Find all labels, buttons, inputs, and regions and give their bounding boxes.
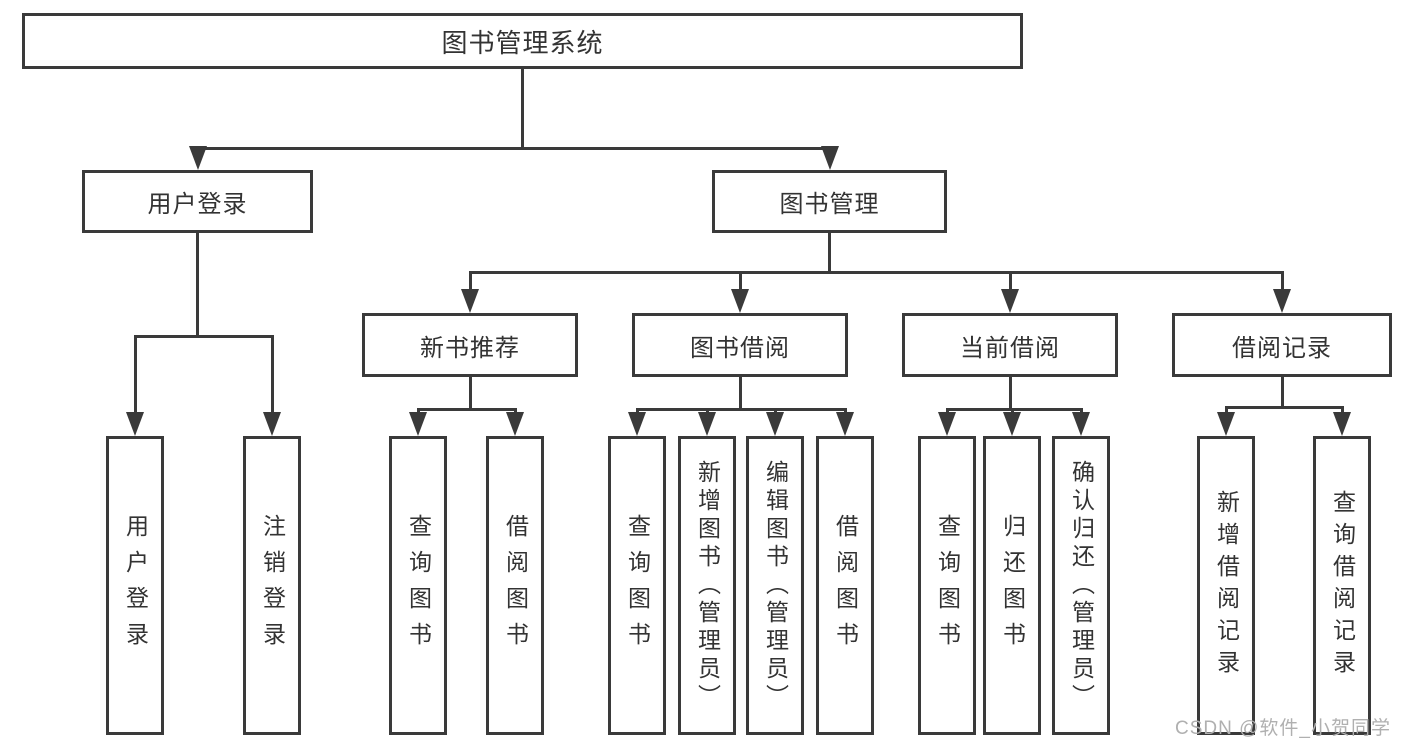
connector-line [1224,406,1344,409]
node-label: 确认归还（管理员） [1068,459,1095,712]
arrow-down-icon [1333,412,1351,436]
connector-line [468,377,472,411]
connector-line [1008,271,1012,295]
node-nbr-query-book: 查询图书 [389,436,447,735]
connector-line [738,271,742,295]
node-bb-query-book: 查询图书 [608,436,666,735]
node-label: 用户登录 [147,191,248,218]
node-user-login: 用户登录 [82,170,313,233]
connector-line [1280,271,1284,295]
node-cb-query-book: 查询图书 [918,436,976,735]
connector-line [1280,377,1284,409]
arrow-down-icon [263,412,281,436]
node-bb-edit-book: 编辑图书（管理员） [746,436,804,735]
node-cb-confirm-return: 确认归还（管理员） [1052,436,1110,735]
connector-line [468,271,472,295]
connector-line [521,69,524,150]
connector-line [196,233,199,338]
node-book-borrow: 图书借阅 [632,313,848,377]
arrow-down-icon [1072,412,1090,436]
arrow-down-icon [1001,289,1019,313]
arrow-down-icon [1003,412,1021,436]
node-br-add-record: 新增借阅记录 [1197,436,1255,735]
node-book-mgmt: 图书管理 [712,170,947,233]
connector-line [738,377,742,411]
connector-line [196,147,831,150]
node-root: 图书管理系统 [22,13,1023,69]
node-nbr-borrow-book: 借阅图书 [486,436,544,735]
connector-line [635,408,847,411]
node-label: 新增图书（管理员） [694,459,721,712]
arrow-down-icon [731,289,749,313]
arrow-down-icon [506,412,524,436]
node-bb-add-book: 新增图书（管理员） [678,436,736,735]
node-login-action: 用户登录 [106,436,164,735]
node-new-book-rec: 新书推荐 [362,313,578,377]
node-label: 图书管理 [779,191,880,218]
node-label: 查询图书 [405,513,432,658]
node-label: 借阅记录 [1232,334,1332,362]
connector-line [133,335,137,418]
arrow-down-icon [188,146,207,170]
node-br-query-record: 查询借阅记录 [1313,436,1371,735]
arrow-down-icon [126,412,144,436]
node-label: 用户登录 [122,513,149,658]
node-label: 查询图书 [624,513,651,658]
arrow-down-icon [628,412,646,436]
arrow-down-icon [938,412,956,436]
arrow-down-icon [820,146,839,170]
arrow-down-icon [766,412,784,436]
arrow-down-icon [1273,289,1291,313]
connector-line [828,233,831,274]
node-label: 归还图书 [999,513,1026,658]
node-label: 新书推荐 [420,334,520,362]
arrow-down-icon [461,289,479,313]
node-label: 查询图书 [934,513,961,658]
node-label: 注销登录 [259,513,286,658]
connector-line [270,335,274,418]
arrow-down-icon [836,412,854,436]
node-label: 图书借阅 [690,334,790,362]
connector-line [416,408,517,411]
connector-line [945,408,1083,411]
arrow-down-icon [698,412,716,436]
csdn-watermark: CSDN @软件_小贺同学 [1175,718,1391,739]
node-cb-return-book: 归还图书 [983,436,1041,735]
node-label: 当前借阅 [960,334,1060,362]
node-label: 借阅图书 [832,513,859,658]
connector-line [468,271,1284,274]
node-label: 编辑图书（管理员） [762,459,789,712]
connector-line [133,335,274,338]
arrow-down-icon [1217,412,1235,436]
node-current-borrow: 当前借阅 [902,313,1118,377]
node-logout-action: 注销登录 [243,436,301,735]
arrow-down-icon [409,412,427,436]
node-label: 查询借阅记录 [1329,489,1356,682]
node-bb-borrow-book: 借阅图书 [816,436,874,735]
node-label: 新增借阅记录 [1213,489,1240,682]
node-label: 图书管理系统 [441,27,604,58]
connector-line [1008,377,1012,411]
node-label: 借阅图书 [502,513,529,658]
node-borrow-records: 借阅记录 [1172,313,1392,377]
